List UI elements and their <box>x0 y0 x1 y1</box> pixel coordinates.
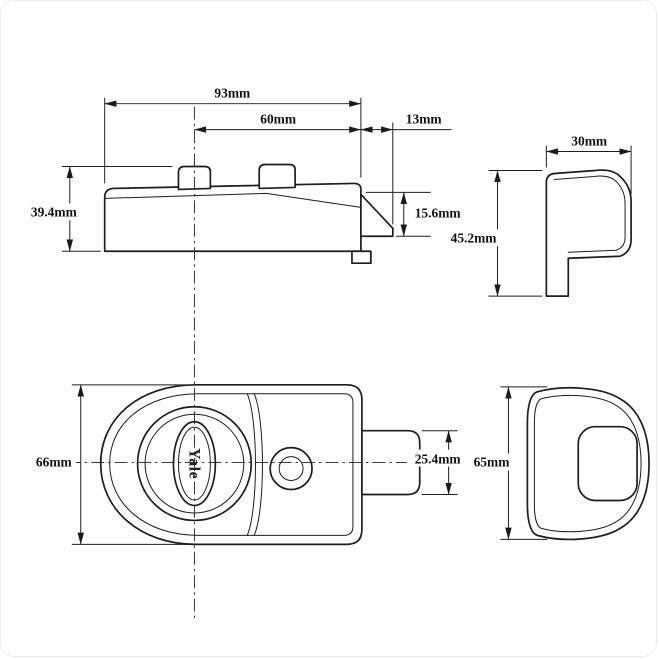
label-backdrop <box>467 453 516 471</box>
dim-label-case-height: 39.4mm <box>31 204 77 219</box>
dim-label-front-height: 66mm <box>36 455 72 470</box>
label-backdrop <box>445 229 503 247</box>
side-view-staple-foot <box>351 250 372 265</box>
side-view-slope-line <box>265 192 362 208</box>
dim-label-cylinder-offset: 60mm <box>260 112 296 127</box>
front-view-dimensions: 66mm 25.4mm <box>30 384 469 545</box>
end-view-inner-wall-line <box>553 175 626 253</box>
front-view-body-seam-2 <box>253 393 263 536</box>
centerlines <box>67 106 472 620</box>
profile-view-dimensions: 65mm <box>467 386 548 540</box>
dim-label-end-height: 45.2mm <box>451 230 497 245</box>
profile-view-knob-housing <box>577 425 638 502</box>
side-view-cylinder-bump <box>258 163 296 190</box>
end-view <box>545 169 632 297</box>
front-view-body-seam-1 <box>246 393 256 536</box>
end-view-dimensions: 30mm 45.2mm <box>445 134 632 297</box>
profile-view-inner-outline <box>533 394 642 533</box>
front-view-inner-outline <box>109 393 354 536</box>
side-view-top-bevel-line <box>104 192 267 199</box>
side-view-latch-bolt <box>360 193 394 238</box>
end-view-outline <box>545 169 632 297</box>
dim-label-end-depth: 30mm <box>571 134 607 149</box>
side-view-case-outline <box>103 182 362 253</box>
side-view <box>103 163 394 265</box>
label-backdrop <box>24 203 83 221</box>
front-view-keyhole-boss <box>269 446 313 491</box>
front-view: Yale <box>99 383 421 546</box>
front-view-keyhole-inner <box>278 456 304 482</box>
yale-logo-text: Yale <box>185 448 202 479</box>
dim-label-cylinder-diameter: 25.4mm <box>415 452 461 467</box>
label-backdrop <box>30 454 76 471</box>
label-backdrop <box>406 449 469 467</box>
dim-label-bolt-height: 15.6mm <box>415 205 461 220</box>
side-view-dimensions: 93mm 60mm 13mm 39.4mm 15.6mm <box>24 86 461 252</box>
dim-label-bolt-projection: 13mm <box>406 112 442 127</box>
dim-label-overall-width: 93mm <box>214 86 250 101</box>
dim-label-profile-height: 65mm <box>474 455 510 470</box>
profile-view <box>526 386 650 541</box>
